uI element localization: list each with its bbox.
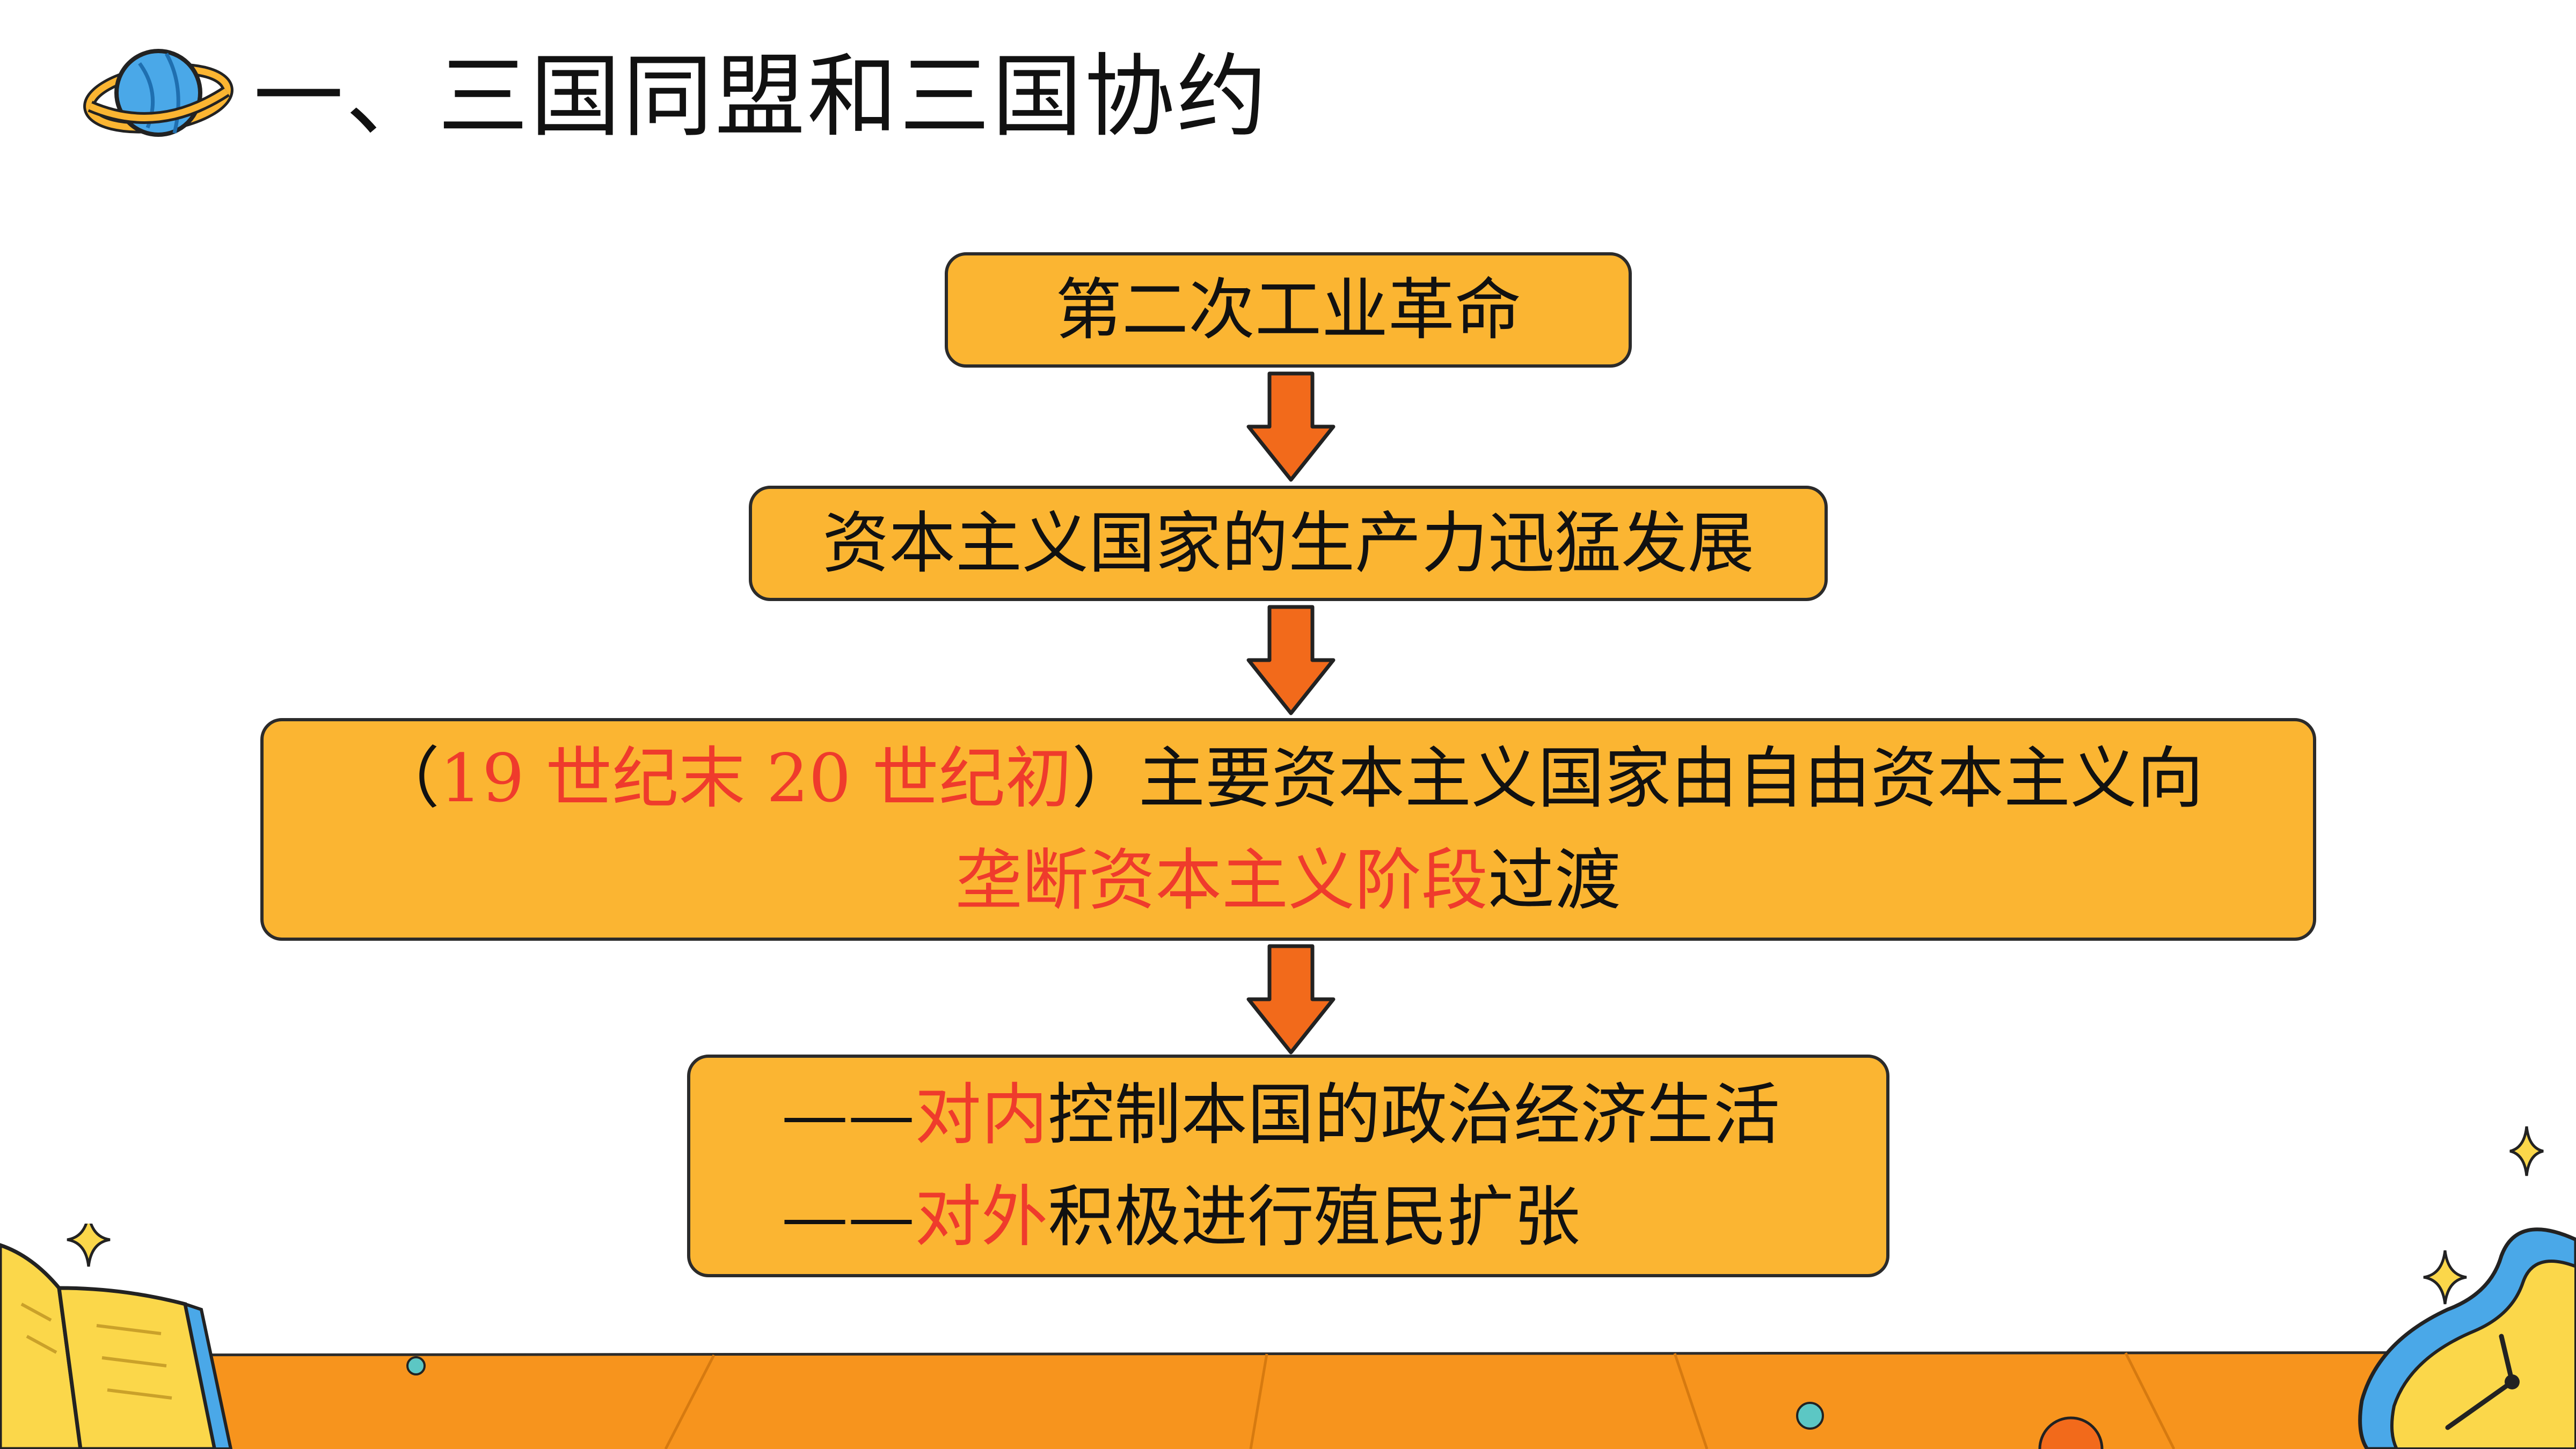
- melting-clock-icon: [2358, 1227, 2576, 1449]
- line-text: 积极进行殖民扩张: [1048, 1178, 1581, 1256]
- dash: ——: [782, 1178, 915, 1256]
- highlight-domestic: 对内: [915, 1076, 1048, 1154]
- flow-box-line-1: ——对内控制本国的政治经济生活: [782, 1064, 1780, 1166]
- highlight-period: 19 世纪末 20 世纪初: [440, 740, 1072, 817]
- line-text: 过渡: [1488, 841, 1622, 919]
- down-arrow-icon: [1246, 605, 1336, 715]
- dot-decoration: [1796, 1402, 1824, 1430]
- paren-open: （: [373, 740, 440, 817]
- highlight-stage: 垄断资本主义阶段: [955, 841, 1488, 919]
- flow-box-productivity-growth: 资本主义国家的生产力迅猛发展: [749, 486, 1828, 601]
- line-text: ）主要资本主义国家由自由资本主义向: [1071, 740, 2203, 817]
- highlight-foreign: 对外: [915, 1178, 1048, 1256]
- flow-box-domestic-foreign: ——对内控制本国的政治经济生活 ——对外积极进行殖民扩张: [687, 1055, 1889, 1277]
- flow-box-monopoly-transition: （19 世纪末 20 世纪初）主要资本主义国家由自由资本主义向 垄断资本主义阶段…: [260, 718, 2316, 941]
- flow-box-industrial-revolution: 第二次工业革命: [945, 252, 1632, 368]
- sparkle-icon: [67, 1224, 111, 1267]
- line-text: 控制本国的政治经济生活: [1048, 1076, 1780, 1154]
- sparkle-icon: [2509, 1126, 2544, 1176]
- down-arrow-icon: [1246, 944, 1336, 1055]
- planet-icon: [83, 49, 233, 137]
- flow-box-text: 资本主义国家的生产力迅猛发展: [822, 504, 1754, 582]
- flow-box-line-1: （19 世纪末 20 世纪初）主要资本主义国家由自由资本主义向: [373, 728, 2203, 830]
- flow-box-line-2: 垄断资本主义阶段过渡: [955, 830, 1621, 932]
- dash: ——: [782, 1076, 915, 1154]
- dot-decoration: [406, 1356, 426, 1375]
- sparkle-icon: [2423, 1250, 2467, 1305]
- down-arrow-icon: [1246, 371, 1336, 482]
- open-book-icon: [0, 1243, 233, 1449]
- bottom-decoration: [0, 1224, 2576, 1449]
- flow-box-line-2: ——对外积极进行殖民扩张: [782, 1166, 1580, 1268]
- flow-box-text: 第二次工业革命: [1055, 271, 1521, 349]
- slide-title: 一、三国同盟和三国协约: [253, 44, 1269, 149]
